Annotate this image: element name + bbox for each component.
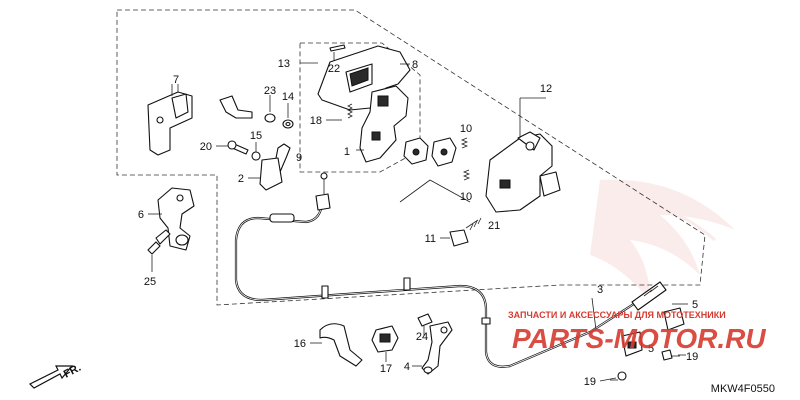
part-3-cable (234, 172, 667, 368)
part-24-bolt (417, 313, 433, 336)
callout-14: 14 (282, 91, 294, 103)
part-7-handle-bracket (147, 84, 193, 156)
part-4-bracket (412, 321, 453, 375)
part-11-clip (440, 229, 469, 247)
watermark-logo (590, 179, 735, 300)
watermark: ЗАПЧАСТИ И АКСЕССУАРЫ ДЛЯ МОТОТЕХНИКИ PA… (508, 310, 766, 354)
callout-13: 13 (278, 58, 290, 70)
group-boundary (116, 9, 706, 306)
callout-22: 22 (328, 63, 340, 75)
part-21-screw (465, 217, 482, 231)
part-16-clamp (310, 323, 363, 367)
part-8-handle-grip (317, 45, 411, 111)
part-2-latch (248, 157, 283, 191)
callout-3: 3 (597, 284, 603, 296)
callout-5-upper: 5 (692, 299, 698, 311)
part-25-bolt (147, 229, 171, 272)
callout-2: 2 (238, 173, 244, 185)
part-12-latch-assembly (485, 131, 561, 213)
part-17-holder (371, 325, 399, 362)
callout-19-upper: 19 (686, 351, 698, 363)
callouts: 7 13 22 8 23 14 18 15 20 1 9 2 10 10 12 … (138, 58, 698, 388)
part-10-spring-lower (462, 169, 471, 181)
watermark-line1: ЗАПЧАСТИ И АКСЕССУАРЫ ДЛЯ МОТОТЕХНИКИ (508, 310, 726, 320)
callout-21: 21 (488, 220, 500, 232)
part-lock-block-left (403, 137, 429, 165)
callout-1: 1 (344, 146, 350, 158)
part-15-washer (251, 142, 261, 161)
part-5-clip-lower (621, 331, 643, 357)
callout-19-lower: 19 (584, 376, 596, 388)
callout-24: 24 (416, 331, 428, 343)
part-14-washer (282, 103, 294, 129)
part-19-screw-upper (661, 349, 680, 361)
callout-11: 11 (425, 233, 436, 245)
callout-8: 8 (412, 59, 418, 71)
front-direction-arrow: FR. (28, 362, 83, 389)
part-5-clip-upper (663, 303, 688, 331)
callout-23: 23 (264, 85, 276, 97)
part-19-screw-lower (610, 371, 627, 381)
callout-7: 7 (173, 74, 179, 86)
part-6-bracket (148, 187, 195, 251)
callout-4: 4 (404, 361, 410, 373)
callout-18: 18 (310, 115, 322, 127)
subgroup-boundary (299, 42, 421, 173)
part-20-bolt (216, 140, 249, 155)
callout-25: 25 (144, 276, 156, 288)
part-23-washer (264, 95, 276, 123)
diagram-code: MKW4F0550 (711, 383, 775, 395)
part-18-spring (326, 103, 353, 121)
callout-10-upper: 10 (460, 123, 472, 135)
callout-6: 6 (138, 209, 144, 221)
callout-15: 15 (250, 130, 262, 142)
part-lock-block-right (431, 137, 457, 167)
part-lever (219, 95, 253, 119)
callout-17: 17 (380, 363, 392, 375)
part-10-spring-upper (460, 137, 469, 149)
callout-16: 16 (294, 338, 306, 350)
callout-10-lower: 10 (460, 191, 472, 203)
callout-9: 9 (296, 152, 302, 164)
callout-12: 12 (540, 83, 552, 95)
watermark-line2: PARTS-MOTOR.RU (512, 323, 766, 354)
callout-5-lower: 5 (648, 343, 654, 355)
part-1-lock-body (356, 85, 409, 163)
callout-20: 20 (200, 141, 212, 153)
direction-label: FR. (62, 362, 83, 381)
